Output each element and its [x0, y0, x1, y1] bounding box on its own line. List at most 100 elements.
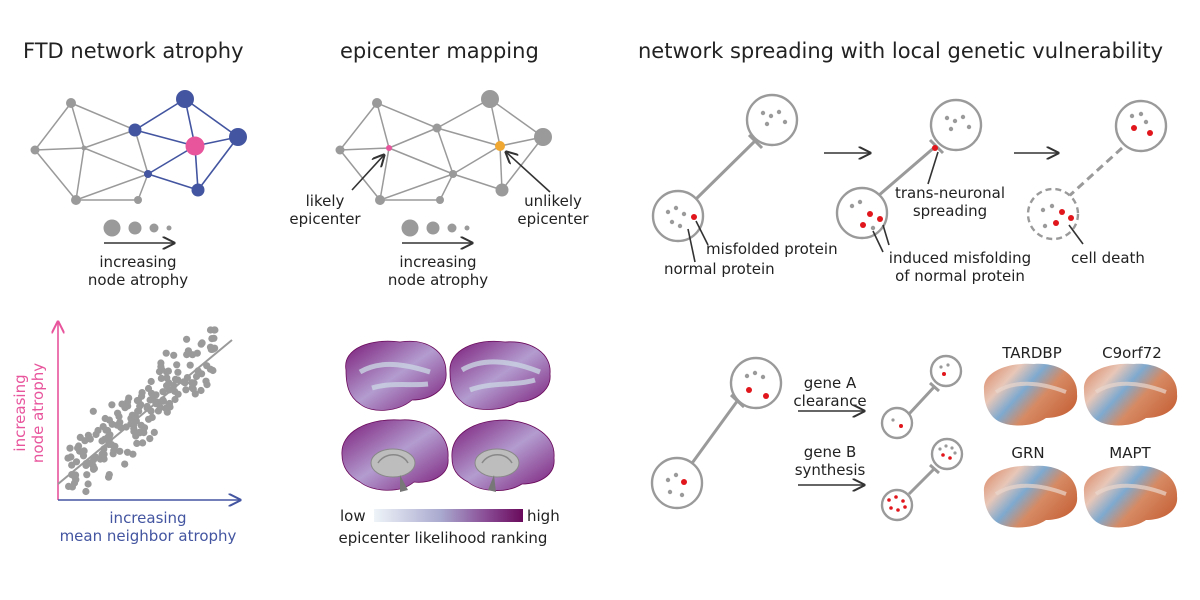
- scatter-point: [105, 440, 113, 449]
- gene-brain-tardbp: [983, 363, 1078, 426]
- scatter-point: [101, 414, 109, 423]
- scatter-point: [68, 461, 76, 469]
- gene-label-mapt: MAPT: [1109, 444, 1151, 462]
- scatter-point: [135, 407, 143, 415]
- scatter-point: [147, 407, 155, 415]
- scatter-point: [130, 427, 138, 436]
- stage3-neurons: [1026, 99, 1168, 241]
- scatter-point: [75, 442, 83, 450]
- scatter-point: [118, 400, 126, 408]
- scatter-point: [157, 359, 165, 367]
- scatter-point: [83, 471, 91, 479]
- scatter-point: [186, 361, 194, 369]
- scatter-point: [124, 402, 132, 410]
- scatter-point: [164, 367, 172, 375]
- scatter-point: [171, 387, 179, 395]
- scatter-point: [134, 396, 142, 404]
- scatter-point: [166, 403, 174, 411]
- colorbar-high-label: high: [527, 507, 560, 525]
- colorbar-title: epicenter likelihood ranking: [339, 529, 548, 547]
- gene-brain-c9orf72: [1083, 363, 1178, 426]
- scatter-point: [109, 450, 117, 458]
- scatter-point: [85, 459, 93, 467]
- epicenter-brain-medial-right: [451, 419, 555, 492]
- scatter-point: [194, 367, 202, 375]
- epicenter-title: epicenter mapping: [340, 39, 539, 63]
- scatter-point: [189, 385, 197, 393]
- gene-b-neurons: [880, 437, 964, 522]
- scatter-point: [108, 401, 116, 409]
- scatter-point: [99, 423, 107, 431]
- colorbar-low-label: low: [340, 507, 366, 525]
- scatter-point: [82, 487, 90, 496]
- scatter-point: [113, 421, 121, 429]
- scatter-point: [105, 471, 113, 479]
- scatter-point: [202, 377, 210, 385]
- scatter-point: [197, 340, 205, 348]
- scatter-point: [163, 374, 171, 382]
- scatter-point: [123, 448, 132, 456]
- ftd-title: FTD network atrophy: [23, 39, 244, 63]
- scatter-point: [81, 437, 89, 445]
- scatter-point: [98, 437, 106, 445]
- scatter-point: [66, 444, 74, 452]
- normal-protein-label: normal protein: [664, 260, 775, 278]
- scatter-point: [129, 450, 137, 458]
- scatter-point: [128, 411, 136, 419]
- gene-label-tardbp: TARDBP: [1001, 344, 1062, 362]
- scatter-point: [210, 326, 218, 334]
- scatter-points: [64, 326, 219, 496]
- scatter-point: [197, 386, 205, 395]
- gene-label-c9orf72: C9orf72: [1102, 344, 1162, 362]
- scatter-point: [138, 389, 146, 397]
- ftd-scatter: [58, 322, 240, 500]
- unlikely-epicenter-node: [495, 141, 505, 151]
- epicenter-brain-lateral-right: [449, 340, 551, 410]
- epicenter-size-legend: [401, 219, 473, 244]
- scatter-point: [72, 471, 80, 479]
- scatter-point: [128, 420, 136, 428]
- epicenter-brain-medial-left: [341, 419, 449, 492]
- scatter-ylabel: increasingnode atrophy: [11, 363, 47, 463]
- cell-death-label: cell death: [1071, 249, 1145, 267]
- scatter-point: [156, 404, 164, 412]
- scatter-point: [148, 413, 156, 421]
- scatter-point: [174, 376, 182, 384]
- stage2-neurons: [835, 98, 983, 240]
- scatter-point: [116, 447, 124, 455]
- misfolded-protein-label: misfolded protein: [706, 240, 838, 258]
- scatter-point: [86, 435, 94, 443]
- gene-label-grn: GRN: [1011, 444, 1044, 462]
- ftd-network: [30, 90, 247, 205]
- scatter-point: [183, 351, 191, 359]
- scatter-point: [203, 362, 211, 370]
- scatter-point: [67, 453, 75, 461]
- scatter-point: [174, 368, 182, 376]
- scatter-point: [170, 351, 178, 359]
- scatter-point: [92, 453, 100, 461]
- scatter-point: [106, 431, 114, 439]
- scatter-point: [78, 448, 87, 456]
- scatter-point: [171, 395, 179, 404]
- scatter-point: [89, 407, 97, 415]
- scatter-point: [122, 423, 130, 431]
- ftd-size-legend: [103, 219, 175, 244]
- scatter-point: [170, 381, 178, 390]
- scatter-point: [163, 382, 171, 390]
- spreading-title: network spreading with local genetic vul…: [638, 39, 1163, 63]
- gene-brain-grn: [983, 465, 1078, 528]
- scatter-point: [162, 349, 170, 357]
- scatter-point: [210, 334, 218, 342]
- scatter-point: [159, 388, 167, 396]
- likely-epicenter-node: [386, 145, 392, 151]
- scatter-point: [149, 395, 157, 404]
- scatter-point: [192, 372, 201, 381]
- scatter-point: [84, 480, 92, 488]
- scatter-point: [147, 377, 155, 386]
